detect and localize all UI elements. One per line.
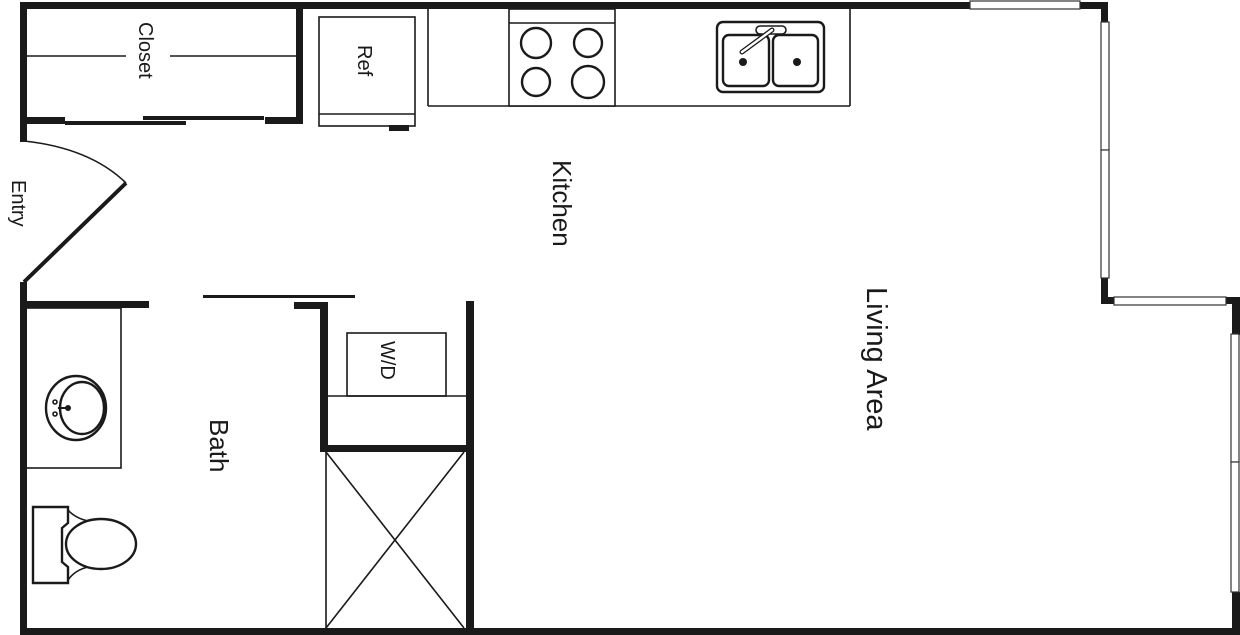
window-right-upper-2 — [1100, 149, 1110, 279]
windows — [969, 0, 1240, 593]
exterior-walls — [20, 2, 1240, 635]
refrigerator-label: Ref — [353, 45, 375, 77]
shower — [325, 451, 465, 629]
window-bump — [1113, 296, 1227, 306]
toilet — [31, 505, 138, 585]
closet — [20, 2, 303, 125]
bath-label: Bath — [204, 419, 234, 473]
window-top — [969, 0, 1081, 10]
closet-label: Closet — [134, 22, 156, 79]
washer-dryer-label: W/D — [376, 341, 398, 380]
stove — [508, 8, 616, 107]
window-right-upper — [1100, 21, 1110, 151]
double-sink — [715, 20, 826, 94]
refrigerator — [318, 16, 416, 131]
bathroom-vanity — [25, 307, 122, 469]
window-right-lower — [1230, 333, 1240, 463]
window-right-lower-2 — [1230, 461, 1240, 593]
entry-label: Entry — [7, 180, 29, 227]
bath-walls — [20, 295, 474, 635]
washer-dryer — [328, 332, 466, 397]
kitchen-label: Kitchen — [547, 160, 577, 247]
kitchen-counter — [427, 9, 851, 107]
living-area-label: Living Area — [860, 287, 892, 431]
entry-door[interactable] — [22, 140, 128, 284]
